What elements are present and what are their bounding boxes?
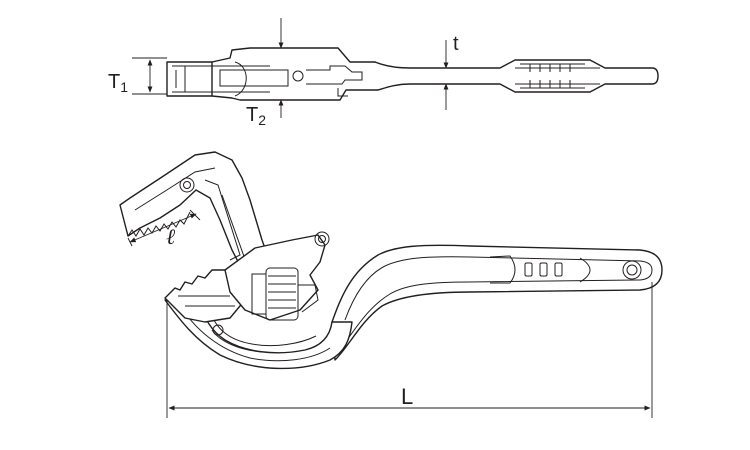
label-t1: T1 (108, 71, 128, 95)
label-l: ℓ (166, 225, 176, 250)
label-L: L (401, 384, 413, 409)
label-t2: T2 (246, 104, 266, 128)
label-t: t (453, 33, 459, 55)
wrench-side-view (119, 151, 663, 418)
top-view (132, 18, 659, 118)
